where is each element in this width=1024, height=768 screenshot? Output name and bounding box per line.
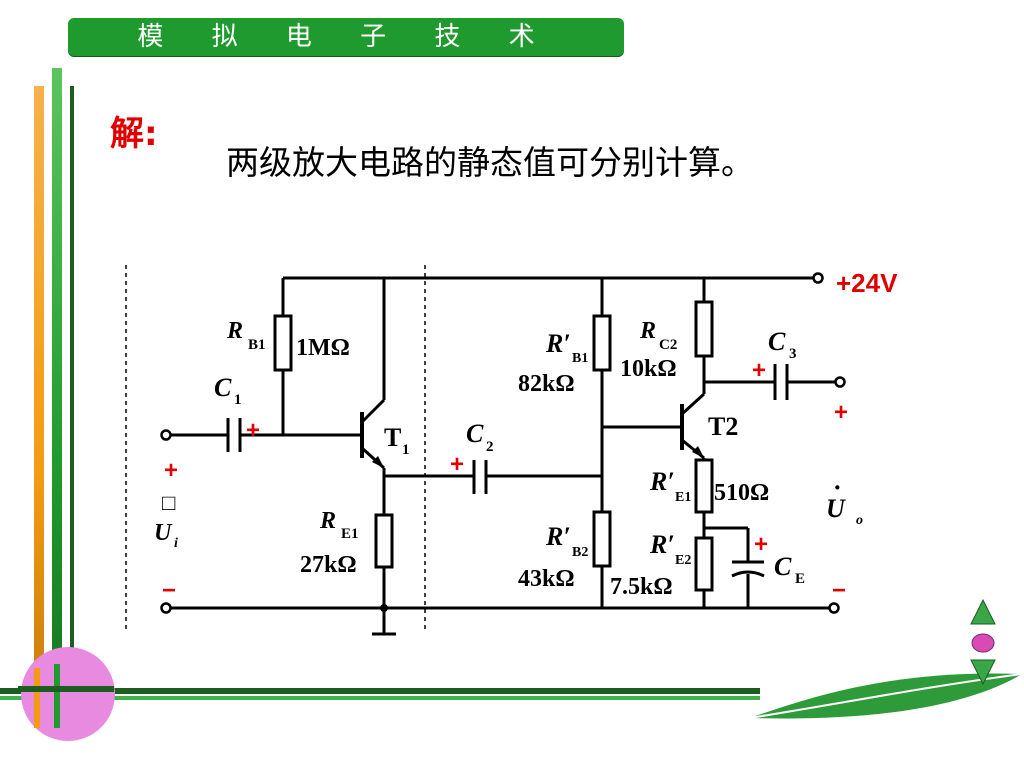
c1-name: C: [214, 373, 232, 402]
c1-plus: +: [246, 417, 260, 444]
input-plus: +: [164, 457, 178, 484]
c2-name: C: [466, 419, 484, 448]
re2p-value: 7.5kΩ: [610, 574, 673, 600]
re1p-name: R′: [649, 467, 675, 496]
re2p-sub: E2: [675, 553, 691, 568]
re1p-sub: E1: [675, 490, 691, 505]
input-missing-glyph: □: [162, 490, 175, 515]
c3-sub: 3: [789, 346, 797, 362]
ce-sub: E: [795, 571, 805, 587]
rb1p-value: 82kΩ: [518, 371, 575, 397]
rc2-value: 10kΩ: [620, 356, 677, 382]
re2p-name: R′: [649, 530, 675, 559]
re1-name: R: [319, 508, 336, 534]
course-title: 模 拟 电 子 技 术: [137, 22, 555, 52]
output-dot: ·: [833, 473, 842, 502]
rb1p-name: R′: [545, 329, 571, 358]
c1-sub: 1: [234, 392, 242, 408]
ce-plus: +: [754, 531, 768, 558]
rb2p-value: 43kΩ: [518, 566, 575, 592]
solution-label: 解:: [110, 114, 158, 154]
output-minus: −: [832, 577, 846, 604]
c3-name: C: [768, 327, 786, 356]
ce-name: C: [774, 552, 792, 581]
re1p-value: 510Ω: [714, 480, 769, 506]
dark-bottom-bar: [0, 688, 760, 694]
up-arrow-icon[interactable]: [968, 598, 998, 626]
t1-name: T: [384, 423, 401, 452]
output-sub: o: [856, 513, 863, 528]
input-sub: i: [174, 536, 178, 551]
pink-bubble-decoration: [18, 647, 115, 741]
input-minus: −: [162, 577, 176, 604]
rb1p-sub: B1: [572, 351, 588, 366]
rc2-name: R: [639, 318, 656, 344]
rb2p-name: R′: [545, 522, 571, 551]
rb1-value: 1MΩ: [296, 335, 350, 361]
down-arrow-icon[interactable]: [968, 658, 998, 686]
circle-dot-icon[interactable]: [970, 632, 996, 654]
c3-plus: +: [752, 357, 766, 384]
title-bar: 模 拟 电 子 技 术: [68, 18, 624, 56]
rb2p-sub: B2: [572, 545, 588, 560]
re1-value: 27kΩ: [300, 552, 357, 578]
output-plus: +: [834, 399, 848, 426]
green-vertical-bar: [52, 68, 62, 728]
c2-plus: +: [450, 451, 464, 478]
problem-statement: 两级放大电路的静态值可分别计算。: [226, 143, 754, 182]
rc2-sub: C2: [659, 337, 677, 353]
rb1-sub: B1: [248, 337, 266, 353]
orange-vertical-bar: [34, 86, 44, 726]
rb1-name: R: [226, 318, 243, 344]
re1-sub: E1: [341, 526, 359, 542]
t1-sub: 1: [402, 442, 410, 458]
c2-sub: 2: [486, 439, 494, 455]
dark-green-vertical-bar: [70, 86, 74, 716]
green-bottom-bar: [0, 696, 760, 700]
supply-label: +24V: [836, 268, 898, 298]
output-name: U: [826, 494, 846, 523]
input-name: U: [154, 520, 173, 546]
t2-name: T2: [708, 412, 738, 441]
